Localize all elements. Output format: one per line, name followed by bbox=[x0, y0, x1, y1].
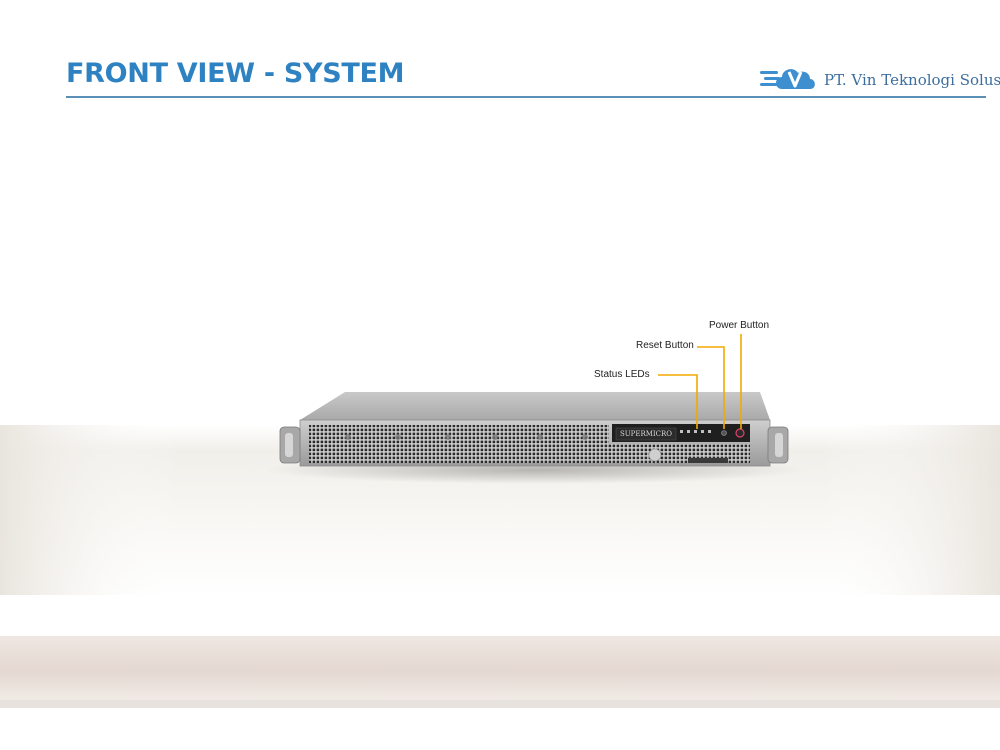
brand-plate: SUPERMICRO bbox=[619, 430, 673, 438]
company-name: PT. Vin Teknologi Solusi bbox=[824, 71, 1000, 89]
callout-power-button: Power Button bbox=[709, 320, 770, 331]
callout-reset-button: Reset Button bbox=[636, 340, 694, 351]
title-divider bbox=[66, 96, 986, 98]
callout-status-leds: Status LEDs bbox=[594, 369, 650, 380]
cloud-v-icon bbox=[760, 69, 815, 89]
company-logo: PT. Vin Teknologi Solusi bbox=[760, 62, 1000, 96]
page-title: FRONT VIEW - SYSTEM bbox=[66, 58, 405, 89]
